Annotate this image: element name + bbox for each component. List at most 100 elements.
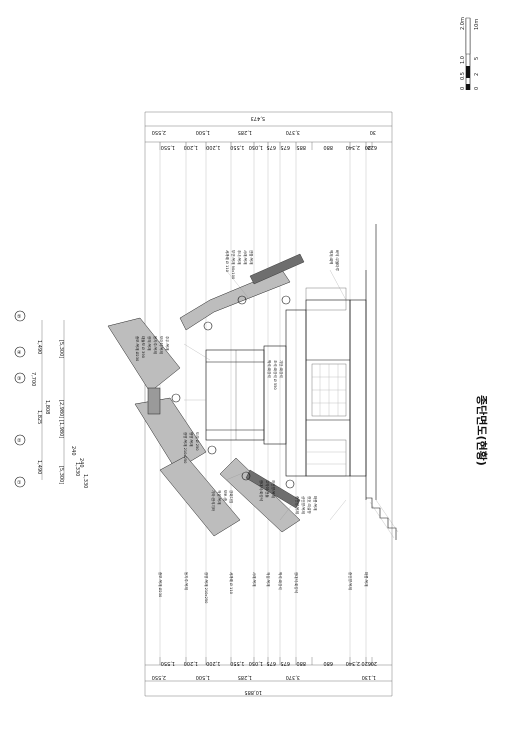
callout-label: 장혀:목재: [147, 336, 152, 350]
bottom-group-dimension-value: 1,130: [362, 674, 376, 680]
scale-bar: 0 0.5 1.0 2.0m 0 2 5 10m: [460, 17, 480, 90]
scale-tick: 0: [474, 87, 480, 90]
top-group-dimension-value: 1,285: [238, 129, 252, 135]
callout-leaders: [183, 269, 347, 521]
bottom-element-label: 종보:목재 Ø230: [158, 572, 163, 598]
bottom-dimension-value: 620: [361, 660, 371, 666]
total-height-dimension: 7,700: [30, 372, 36, 386]
callout-label: 연함:목재: [249, 250, 254, 264]
callout-label: 추녀:목재: [237, 250, 242, 264]
bottom-dimension-value: 1,550: [230, 660, 244, 666]
vertical-dimension-value: 1,490: [36, 340, 42, 354]
callout-label: 창호:띠살창: [307, 496, 312, 514]
callout-label: 부연:목재 90x100: [231, 250, 236, 280]
callout-label: 대들보 Ø 390: [141, 336, 146, 359]
callout-label: 머름:목재: [313, 496, 318, 510]
callout-label: 주두:목재: [165, 336, 170, 350]
callout-label: 벽체:회벽: [329, 250, 334, 264]
bottom-dimension-value: 1,200: [184, 660, 198, 666]
callout-label: 바닥:우물마루: [335, 250, 340, 272]
grid-axis-label: ①: [17, 480, 22, 486]
vertical-dimension-value: 240: [70, 446, 76, 456]
vertical-dimension-value: 1,330: [74, 462, 80, 476]
total-top-dimension: 5,473: [251, 115, 265, 121]
top-dimension-value: 620: [367, 144, 377, 150]
grid-axis-circle: [14, 346, 26, 358]
stone-steps: [366, 497, 399, 540]
bottom-element-label: 동자주:목재: [184, 572, 189, 590]
bottom-dimension-value: 2,340: [346, 660, 360, 666]
callout-label: 보아지:목재: [159, 336, 164, 354]
bottom-dimension-value: 1,200: [206, 660, 220, 666]
top-dimension-value: 20: [365, 144, 371, 150]
grid-axis-circle: [14, 372, 26, 384]
top-dimension-value: 1,200: [184, 144, 198, 150]
grid-axis-label: ⑤: [17, 314, 21, 320]
top-dimension-value: 675: [266, 144, 276, 150]
top-dimension-value: 675: [280, 144, 290, 150]
bottom-dimension-value: 1,550: [161, 660, 175, 666]
callout-label: 상인방:목재: [301, 496, 306, 514]
bottom-element-label: 장대석:화강석: [294, 572, 299, 593]
scale-tick: 2.0m: [460, 17, 466, 30]
bottom-group-dimension-value: 1,500: [196, 674, 210, 680]
vertical-dimension-value: [2,980]: [58, 400, 64, 418]
grid-axis-circle: [14, 310, 26, 322]
vertical-dimension-value: [1,980]: [58, 420, 64, 438]
callout-label: 사래:목재: [243, 250, 248, 264]
callout-label: 기단:화강석: [279, 360, 284, 378]
vertical-dimension-value: [5,300]: [58, 340, 64, 358]
callout-label: 초석:화강석 Ø 550: [273, 360, 278, 390]
callout-label: 고막이:전돌: [265, 480, 270, 498]
roof-section: [107, 253, 305, 537]
callout-label: 중인방:목재: [295, 496, 300, 514]
bottom-element-label: 중인방:목재: [348, 572, 353, 590]
bottom-dimension-value: 1,050: [249, 660, 263, 666]
callout-label: 강회다짐: [229, 490, 234, 503]
total-bottom-dimension: 10,885: [245, 689, 263, 695]
scale-tick: 5: [474, 57, 480, 60]
callout-label: 도리 Ø 250: [195, 432, 200, 451]
vertical-dimension-value: 1,825: [36, 410, 42, 424]
top-dimension-value: 1,550: [161, 144, 175, 150]
top-dimension-value: 2,340: [346, 144, 360, 150]
bottom-dimension-value: 675: [266, 660, 276, 666]
bottom-dimension-value: 680: [323, 660, 333, 666]
bottom-group-dimension-value: 2,550: [152, 674, 166, 680]
top-dimension-value: 1,050: [249, 144, 263, 150]
top-dimension-value: 1,200: [206, 144, 220, 150]
callout-label: 종보:목재 Ø230: [135, 336, 140, 362]
vertical-dimension-value: 1,330: [82, 474, 88, 488]
bottom-element-label: 머름:목재: [364, 572, 369, 586]
bottom-element-label: 서까래 Ø 110: [229, 572, 234, 595]
callout-label: 창방:목재 210x250: [183, 432, 188, 464]
callout-label: 서까래 Ø 110: [225, 250, 230, 273]
bottom-group-dimension-value: 3,370: [286, 674, 300, 680]
callout-label: 장대석:화강석: [259, 480, 264, 501]
top-group-dimension-value: 2,550: [152, 129, 166, 135]
vertical-dimension-value: 240: [78, 458, 84, 468]
callout-label: 동자주:목재: [153, 336, 158, 354]
timber-frame: [205, 224, 377, 500]
top-dimension-value: 880: [323, 144, 333, 150]
callout-label: 박석:화강석: [267, 360, 272, 378]
drawing-title: 종단면도(현황): [475, 395, 489, 466]
vertical-dimension-value: 1,808: [44, 400, 50, 414]
top-dimension-value: 885: [296, 144, 306, 150]
top-group-dimension-value: 3,370: [286, 129, 300, 135]
grid-axis-label: ②: [17, 438, 22, 444]
grid-axis-label: ④: [17, 350, 22, 356]
top-group-dimension-value: 1,500: [196, 129, 210, 135]
grid-lines: [159, 142, 367, 665]
callout-label: 적심:목재: [217, 490, 222, 504]
vertical-dimension-value: 1,490: [36, 460, 42, 474]
